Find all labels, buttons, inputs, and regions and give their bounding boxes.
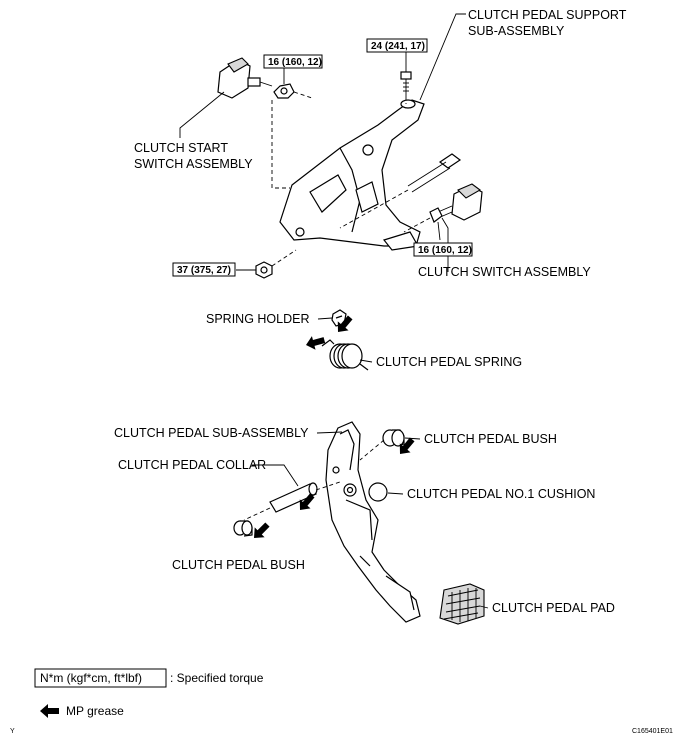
- corner-mark-right: C165401E01: [632, 728, 673, 735]
- label-pad: CLUTCH PEDAL PAD: [492, 601, 615, 615]
- label-start-switch-line2: SWITCH ASSEMBLY: [134, 157, 253, 171]
- leader-pedal-sub: [316, 431, 343, 434]
- upper-bush-part: [359, 429, 405, 461]
- svg-text:24 (241, 17): 24 (241, 17): [371, 41, 425, 52]
- cushion-part: [368, 482, 388, 502]
- torque-box-support-bolt: 24 (241, 17): [366, 38, 428, 53]
- label-collar: CLUTCH PEDAL COLLAR: [118, 458, 266, 472]
- start-switch-install-line: [271, 100, 290, 189]
- label-pedal-sub: CLUTCH PEDAL SUB-ASSEMBLY: [114, 426, 309, 440]
- leader-support: [419, 13, 466, 101]
- pivot-nut-part: [255, 249, 297, 279]
- label-start-switch-line1: CLUTCH START: [134, 141, 228, 155]
- leader-cushion: [387, 492, 404, 495]
- torque-box-clutch-switch: 16 (160, 12): [413, 242, 473, 257]
- leader-pad: [479, 605, 489, 609]
- label-support-line1: CLUTCH PEDAL SUPPORT: [468, 8, 627, 22]
- svg-text:16 (160, 12): 16 (160, 12): [418, 245, 472, 256]
- label-spring-holder: SPRING HOLDER: [206, 312, 310, 326]
- label-support-line2: SUB-ASSEMBLY: [468, 24, 565, 38]
- torque-box-pivot-nut: 37 (375, 27): [172, 262, 236, 277]
- leader-pedal-spring: [359, 359, 373, 363]
- label-pedal-spring: CLUTCH PEDAL SPRING: [376, 355, 522, 369]
- legend-torque-desc: : Specified torque: [170, 671, 264, 685]
- svg-text:37 (375, 27): 37 (375, 27): [177, 265, 231, 276]
- leader-torque-clutch-switch: [437, 221, 441, 241]
- grease-arrow-icon: [304, 333, 327, 352]
- clutch-pedal-support-part: [279, 99, 425, 251]
- lower-bush-part: [233, 520, 253, 537]
- corner-mark-left: Y: [10, 728, 15, 735]
- label-bush-upper: CLUTCH PEDAL BUSH: [424, 432, 557, 446]
- clutch-pedal-sub-part: [325, 421, 421, 623]
- legend-grease-desc: MP grease: [66, 704, 124, 718]
- clutch-pedal-spring-part: [321, 339, 369, 371]
- clutch-start-switch-part: [217, 57, 313, 99]
- clutch-pedal-pad-part: [439, 583, 485, 625]
- leader-collar: [252, 464, 299, 487]
- legend-torque-box-text: N*m (kgf*cm, ft*lbf): [40, 671, 142, 685]
- torque-box-start-switch: 16 (160, 12): [263, 54, 323, 69]
- label-cushion: CLUTCH PEDAL NO.1 CUSHION: [407, 487, 595, 501]
- label-bush-lower: CLUTCH PEDAL BUSH: [172, 558, 305, 572]
- legend-grease: MP grease: [40, 704, 124, 718]
- leader-start-switch: [179, 91, 225, 138]
- support-bolt-part: [400, 71, 412, 104]
- grease-arrow-icon: [40, 704, 59, 718]
- leader-clutch-switch: [441, 217, 449, 272]
- pivot-bolt-part: [339, 153, 462, 229]
- svg-text:16 (160, 12): 16 (160, 12): [268, 57, 322, 68]
- label-clutch-switch: CLUTCH SWITCH ASSEMBLY: [418, 265, 591, 279]
- legend-torque: N*m (kgf*cm, ft*lbf) : Specified torque: [34, 668, 264, 688]
- clutch-switch-part: [403, 183, 483, 233]
- collar-part: [243, 481, 341, 521]
- leader-spring-holder: [317, 317, 333, 320]
- leader-bush-upper: [404, 437, 421, 440]
